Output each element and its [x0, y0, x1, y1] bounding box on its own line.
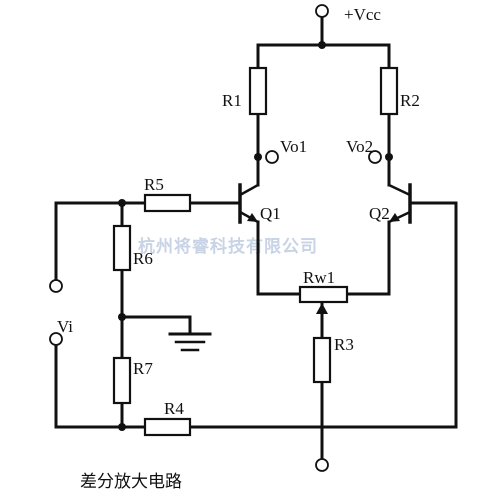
- resistor-r6: [112, 224, 132, 272]
- wires: [54, 16, 458, 460]
- transistor-q2: [387, 183, 412, 224]
- vcc-label: +Vcc: [344, 5, 381, 24]
- bottom-terminal: [315, 458, 329, 472]
- vo2-label: Vo2: [346, 137, 373, 156]
- resistor-r4: [143, 417, 192, 437]
- resistor-r2: [379, 66, 399, 116]
- vi-terminal-bottom: [49, 332, 63, 346]
- q1-label: Q1: [260, 204, 281, 223]
- diagram-caption: 差分放大电路: [80, 472, 182, 492]
- junction-dots: [118, 41, 393, 431]
- resistor-r7: [112, 356, 132, 405]
- resistor-r1: [248, 66, 268, 116]
- r4-label: R4: [164, 399, 184, 418]
- q2-label: Q2: [369, 204, 390, 223]
- watermark-text: 杭州将睿科技有限公司: [138, 236, 318, 257]
- resistor-r3: [312, 336, 332, 384]
- r5-label: R5: [144, 175, 164, 194]
- ground-symbol: [168, 332, 212, 352]
- resistor-r5: [143, 193, 192, 213]
- vcc-terminal: [315, 4, 329, 18]
- vo2-terminal: [368, 150, 382, 164]
- r2-label: R2: [400, 91, 420, 110]
- r3-label: R3: [334, 335, 354, 354]
- vi-terminal-top: [49, 279, 63, 293]
- rw1-label: Rw1: [303, 268, 335, 287]
- r6-label: R6: [133, 249, 153, 268]
- r7-label: R7: [133, 359, 153, 378]
- vi-label: Vi: [57, 317, 73, 336]
- potentiometer-rw1: [298, 285, 349, 324]
- transistor-q1: [238, 183, 260, 224]
- vo1-terminal: [265, 150, 279, 164]
- r1-label: R1: [222, 91, 242, 110]
- vo1-label: Vo1: [280, 137, 307, 156]
